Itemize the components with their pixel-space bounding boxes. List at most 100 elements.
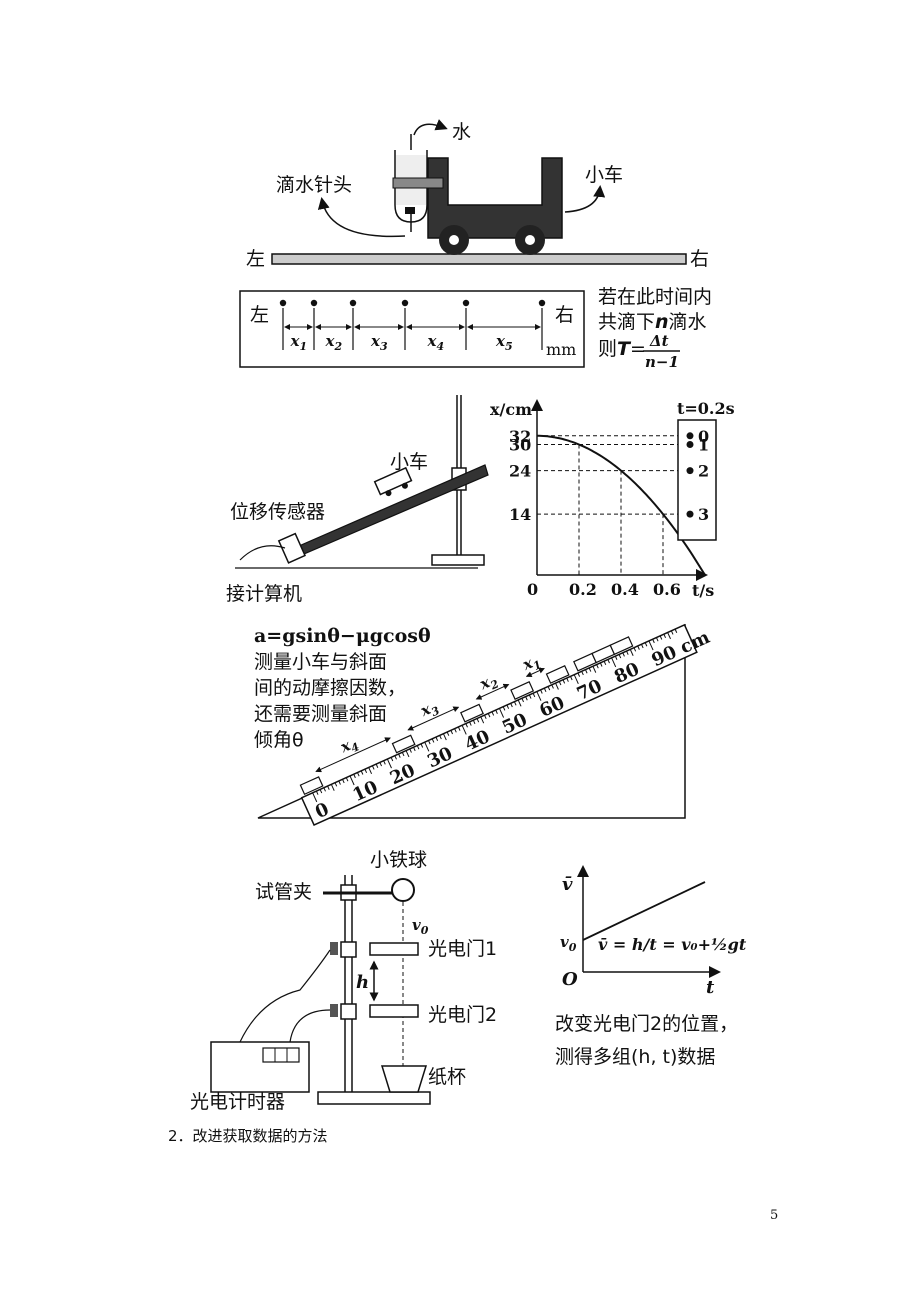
stand-base [431,554,485,566]
dimension-arrow [525,667,545,678]
dimension-arrow [475,683,510,700]
drip-nozzle-label: 滴水针头 [276,174,352,196]
ruler-cart [510,681,535,700]
h-label: h [356,972,369,993]
paper-cup-icon [380,1065,428,1093]
drip-dot [538,299,546,307]
chart-series-line [537,434,706,576]
origin-label: O [562,969,578,990]
v0-label: v0 [412,916,429,937]
note-numerator: Δt [649,332,669,350]
legend-item: 0 [698,427,709,446]
ruler-cart [460,703,484,723]
figure-incline-sensor: 小车 位移传感器 接计算机 [226,395,489,605]
dimension-label: x2 [476,670,501,697]
dimension-label: x4 [337,733,362,759]
friction-note-3: 还需要测量斜面 [254,703,387,725]
ruler-cart [609,636,634,656]
legend-box [677,419,717,541]
water-arrow-icon [413,119,448,136]
y-tick-label: 24 [509,462,531,481]
nozzle-arrow-icon [317,197,406,238]
ruler-cart [545,664,570,684]
y-tick-label: 30 [509,436,531,455]
cart-on-incline [373,466,413,497]
page-number: 5 [770,1208,779,1223]
x-tick-label: 0.4 [611,580,639,599]
drip-dots [279,299,546,350]
dimension-arrow [315,737,391,773]
note-line2: 共滴下n滴水 [598,311,707,333]
sensor-icon [277,532,306,564]
x-axis-label: t/s [692,581,714,600]
note-denominator: n−1 [645,353,679,371]
track-right-label: 右 [690,248,709,270]
interval-label: x3 [370,332,388,353]
vbar-axis-label: v̄ [562,874,573,895]
interval-label: x4 [427,332,445,353]
interval-label: x5 [495,332,513,353]
drip-dot [310,299,318,307]
friction-note-1: 测量小车与斜面 [254,651,387,673]
legend-dot [686,432,694,440]
x-tick-label: 0.6 [653,580,681,599]
cart-arrow-icon [564,185,606,213]
legend-dot [686,467,694,475]
tape-left-label: 左 [250,304,269,326]
drip-nozzle-icon [405,207,415,214]
dimension-arrow [407,706,460,731]
legend-item: 3 [698,505,709,524]
legend-dot [686,510,694,518]
y-tick-label: 14 [509,505,531,524]
iron-ball-icon [391,878,415,902]
ruler-cart [299,776,324,796]
tape-unit-label: mm [546,340,576,359]
track [271,253,687,265]
t-axis-label: t [706,977,715,998]
timer-label: 光电计时器 [190,1091,285,1113]
sensor-cable [239,545,286,561]
clamp-label: 试管夹 [255,881,312,903]
sensor-label: 位移传感器 [230,501,325,523]
figure-vbar-t: v̄ t O v0 v̄ = h/t = v₀+½gt 改变光电门2的位置， 测… [555,865,747,1068]
gate2-label: 光电门2 [428,1004,497,1026]
tape-box [239,290,585,368]
x-tick-label: 0 [527,580,538,599]
note-line3: 则T= [598,338,646,360]
photogate-2-icon [369,1004,419,1018]
drip-dot [349,299,357,307]
interval-label: x2 [325,332,343,353]
cable-1 [239,949,331,1043]
drip-dot [462,299,470,307]
drip-dot [279,299,287,307]
tape-intervals: x1 x2 x3 x4 x5 [284,324,541,353]
friction-note-2: 间的动摩擦因数， [254,677,406,699]
interval-label: x1 [290,332,308,353]
x-tick-label: 0.2 [569,580,597,599]
x-tick-labels: 0 0.2 0.4 0.6 [527,580,681,599]
dimension-label: x1 [519,651,544,677]
legend-item: 2 [698,462,709,481]
legend-item: 1 [698,436,709,455]
track-left-label: 左 [246,248,265,270]
ruler-cart [391,734,416,754]
computer-label: 接计算机 [226,583,302,605]
gate1-label: 光电门1 [428,938,497,960]
vbar-note-2: 测得多组(h, t)数据 [555,1046,715,1068]
clamp-bar [392,177,444,189]
cart-body [427,157,563,239]
figure-photogate: 小铁球 试管夹 v0 光电门1 光电门2 h 纸杯 光电计时器 [190,849,497,1113]
incline-cart-label: 小车 [390,451,428,473]
legend-dot [686,441,694,448]
legend-title: t=0.2s [677,399,735,418]
friction-note-4: 倾角θ [254,729,304,751]
ball-label: 小铁球 [370,849,427,871]
note-line1: 若在此时间内 [598,286,712,308]
v0-intercept-label: v0 [560,933,577,954]
figure-drip-cart: 左 右 水 滴水针头 小车 [246,119,709,270]
photogate-1-icon [369,942,419,956]
